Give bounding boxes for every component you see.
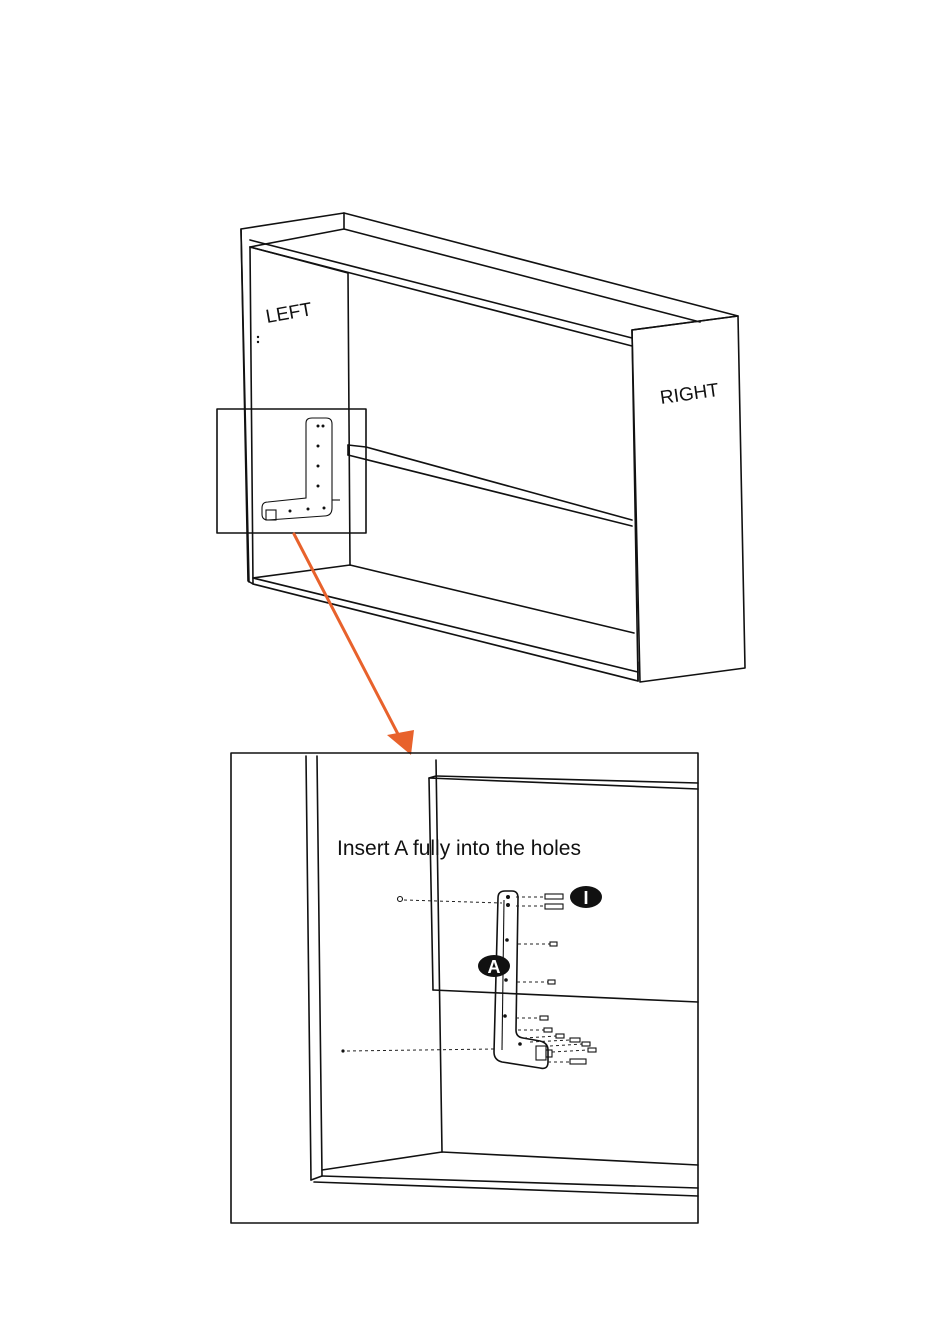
instruction-text: Insert A fully into the holes	[337, 837, 581, 860]
callout-i-text: I	[583, 888, 588, 908]
zoom-arrow	[294, 534, 414, 755]
cabinet-overview: LEFT RIGHT	[217, 213, 745, 682]
right-side-panel	[632, 316, 745, 682]
bottom-panel	[253, 584, 638, 681]
detail-view: Insert A fully into the holes	[231, 753, 698, 1223]
zoom-region	[217, 409, 366, 533]
bracket-overview	[262, 418, 340, 520]
middle-shelf	[348, 445, 632, 520]
callout-a: A	[478, 955, 510, 977]
detail-middle-shelf	[429, 776, 436, 990]
left-label: LEFT	[264, 299, 314, 328]
top-panel	[344, 213, 738, 330]
callout-i: I	[570, 886, 602, 908]
callout-a-text: A	[488, 957, 501, 977]
right-label: RIGHT	[659, 380, 721, 409]
